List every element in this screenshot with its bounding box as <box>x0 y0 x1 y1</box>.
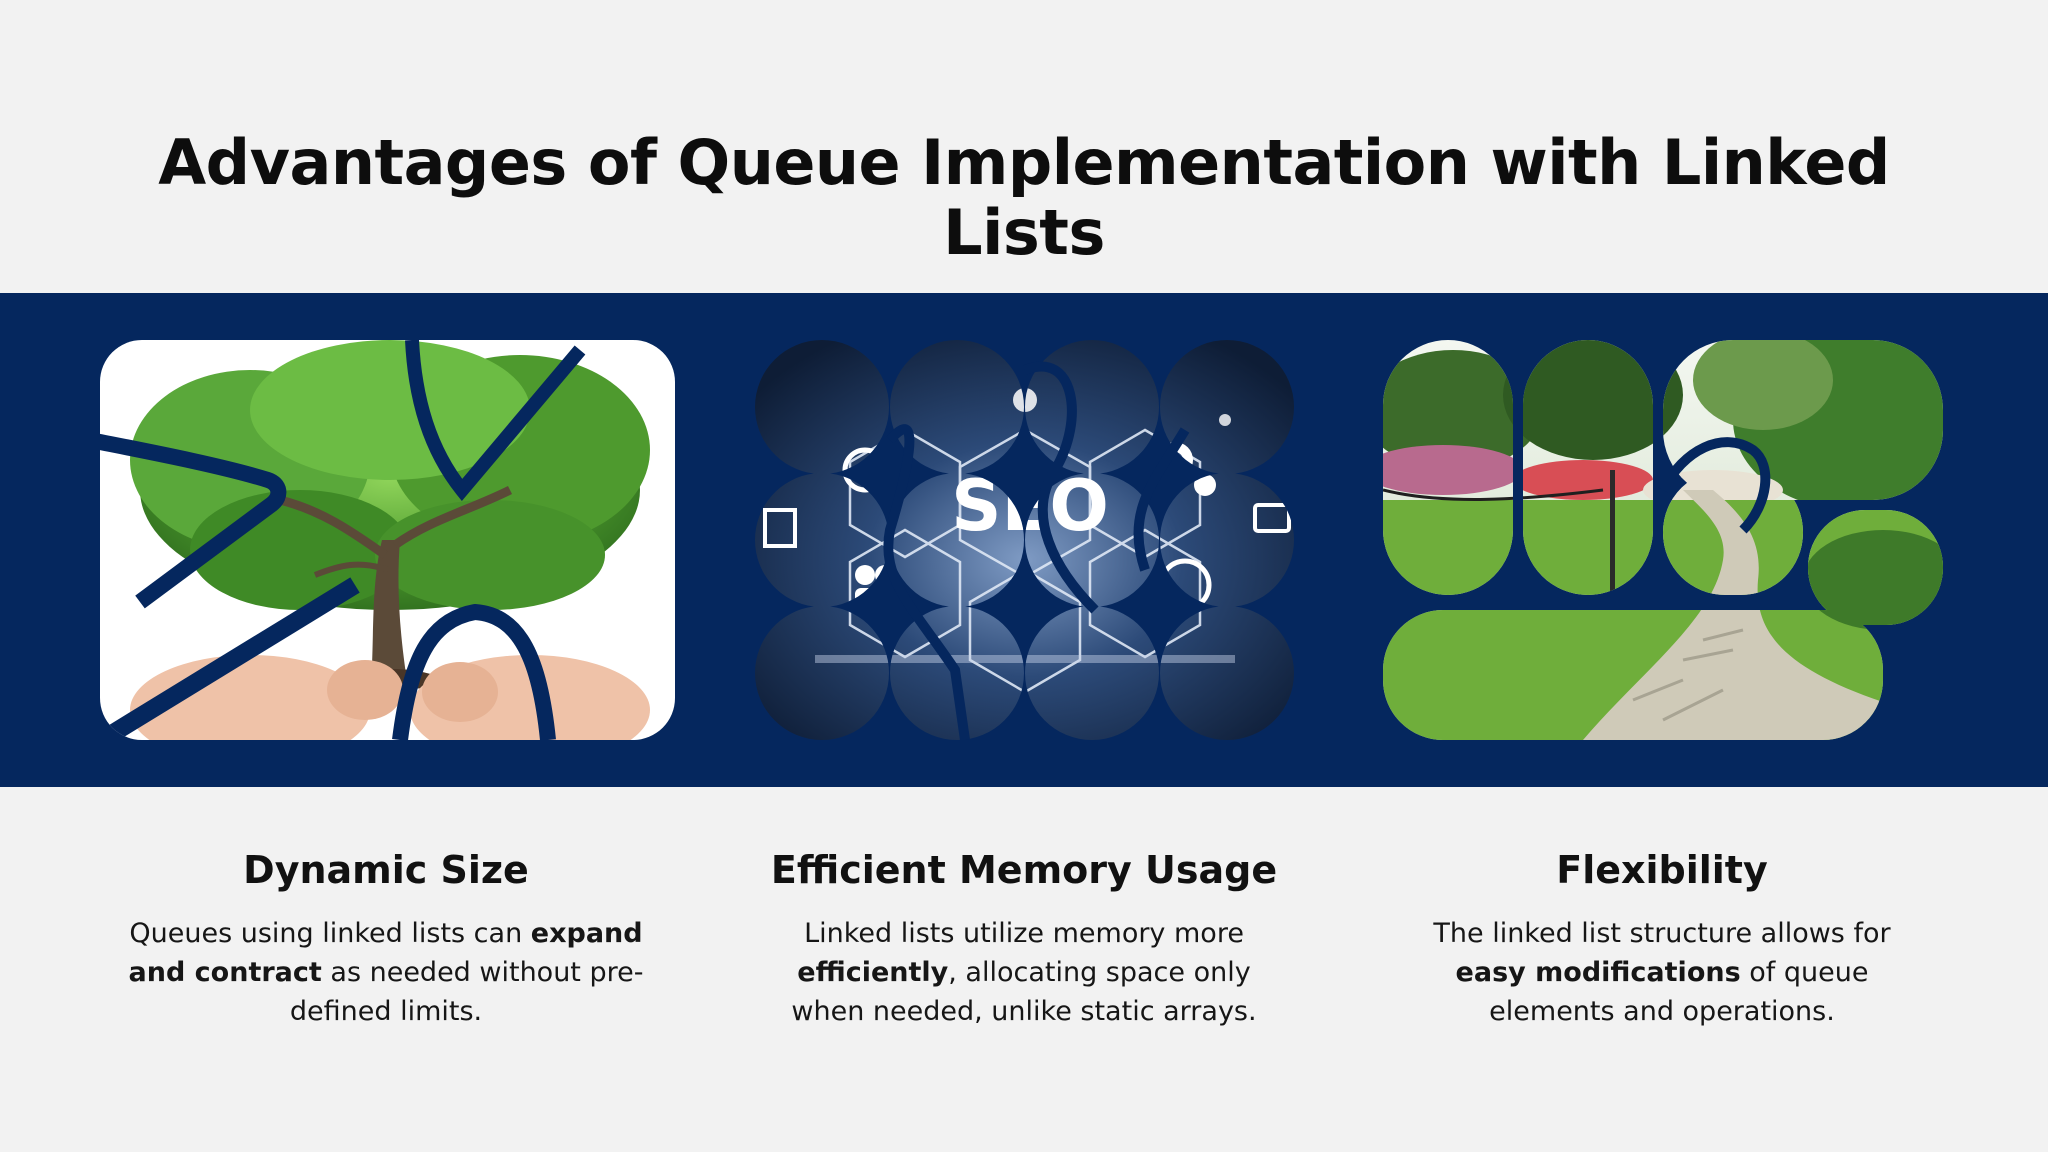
feature-description: Linked lists utilize memory more efficie… <box>791 918 1257 1027</box>
tree-in-hands-image <box>100 340 675 740</box>
slide-title: Advantages of Queue Implementation with … <box>158 126 1890 269</box>
feature-flexibility: Flexibility The linked list structure al… <box>1352 846 1972 1031</box>
feature-heading: Flexibility <box>1556 848 1768 892</box>
feature-description: The linked list structure allows for eas… <box>1433 918 1891 1027</box>
feature-heading: Efficient Memory Usage <box>770 848 1278 892</box>
seo-hexagon-image: SEO <box>755 340 1295 740</box>
seo-label: SEO <box>951 465 1109 547</box>
feature-efficient-memory-usage: Efficient Memory Usage Linked lists util… <box>714 846 1334 1031</box>
garden-path-image <box>1383 340 1943 740</box>
feature-description: Queues using linked lists can expand and… <box>128 918 644 1027</box>
feature-dynamic-size: Dynamic Size Queues using linked lists c… <box>76 846 696 1031</box>
feature-heading: Dynamic Size <box>243 848 529 892</box>
